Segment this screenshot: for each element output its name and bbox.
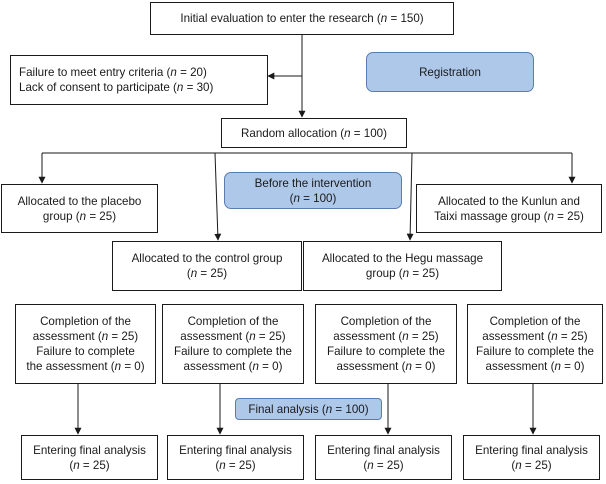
- exclusion-box: Failure to meet entry criteria (n = 20) …: [10, 55, 268, 105]
- exclusion-consent-text: Lack of consent to participate (n = 30): [19, 81, 214, 94]
- entering-final-analysis-box-kunlun: Entering final analysis (n = 25): [463, 435, 600, 480]
- placebo-group-box: Allocated to the placebo group (n = 25): [1, 184, 158, 233]
- hegu-massage-group-box: Allocated to the Hegu massage group (n =…: [303, 241, 502, 291]
- arrow-to-control: [214, 152, 222, 241]
- control-group-box: Allocated to the control group (n = 25): [112, 241, 302, 291]
- exclusion-criteria-text: Failure to meet entry criteria (n = 20): [19, 66, 207, 79]
- assessment-box-kunlun: Completion of the assessment (n = 25) Fa…: [467, 304, 603, 384]
- arrow-to-hegu: [406, 152, 414, 241]
- entering-final-analysis-box-control: Entering final analysis (n = 25): [167, 435, 304, 480]
- registration-stage-label: Registration: [366, 52, 534, 92]
- assessment-box-control: Completion of the assessment (n = 25) Fa…: [162, 304, 304, 384]
- entering-final-analysis-box-hegu: Entering final analysis (n = 25): [315, 435, 452, 480]
- random-allocation-box: Random allocation (n = 100): [221, 118, 407, 148]
- before-intervention-stage-label: Before the intervention (n = 100): [224, 172, 402, 209]
- assessment-box-placebo: Completion of the assessment (n = 25) Fa…: [15, 304, 156, 384]
- kunlun-taixi-massage-group-box: Allocated to the Kunlun and Taixi massag…: [416, 184, 602, 233]
- final-analysis-stage-label: Final analysis (n = 100): [235, 398, 382, 420]
- assessment-box-hegu: Completion of the assessment (n = 25) Fa…: [315, 304, 457, 384]
- entering-final-analysis-box-placebo: Entering final analysis (n = 25): [21, 435, 158, 480]
- initial-evaluation-box: Initial evaluation to enter the research…: [150, 2, 454, 35]
